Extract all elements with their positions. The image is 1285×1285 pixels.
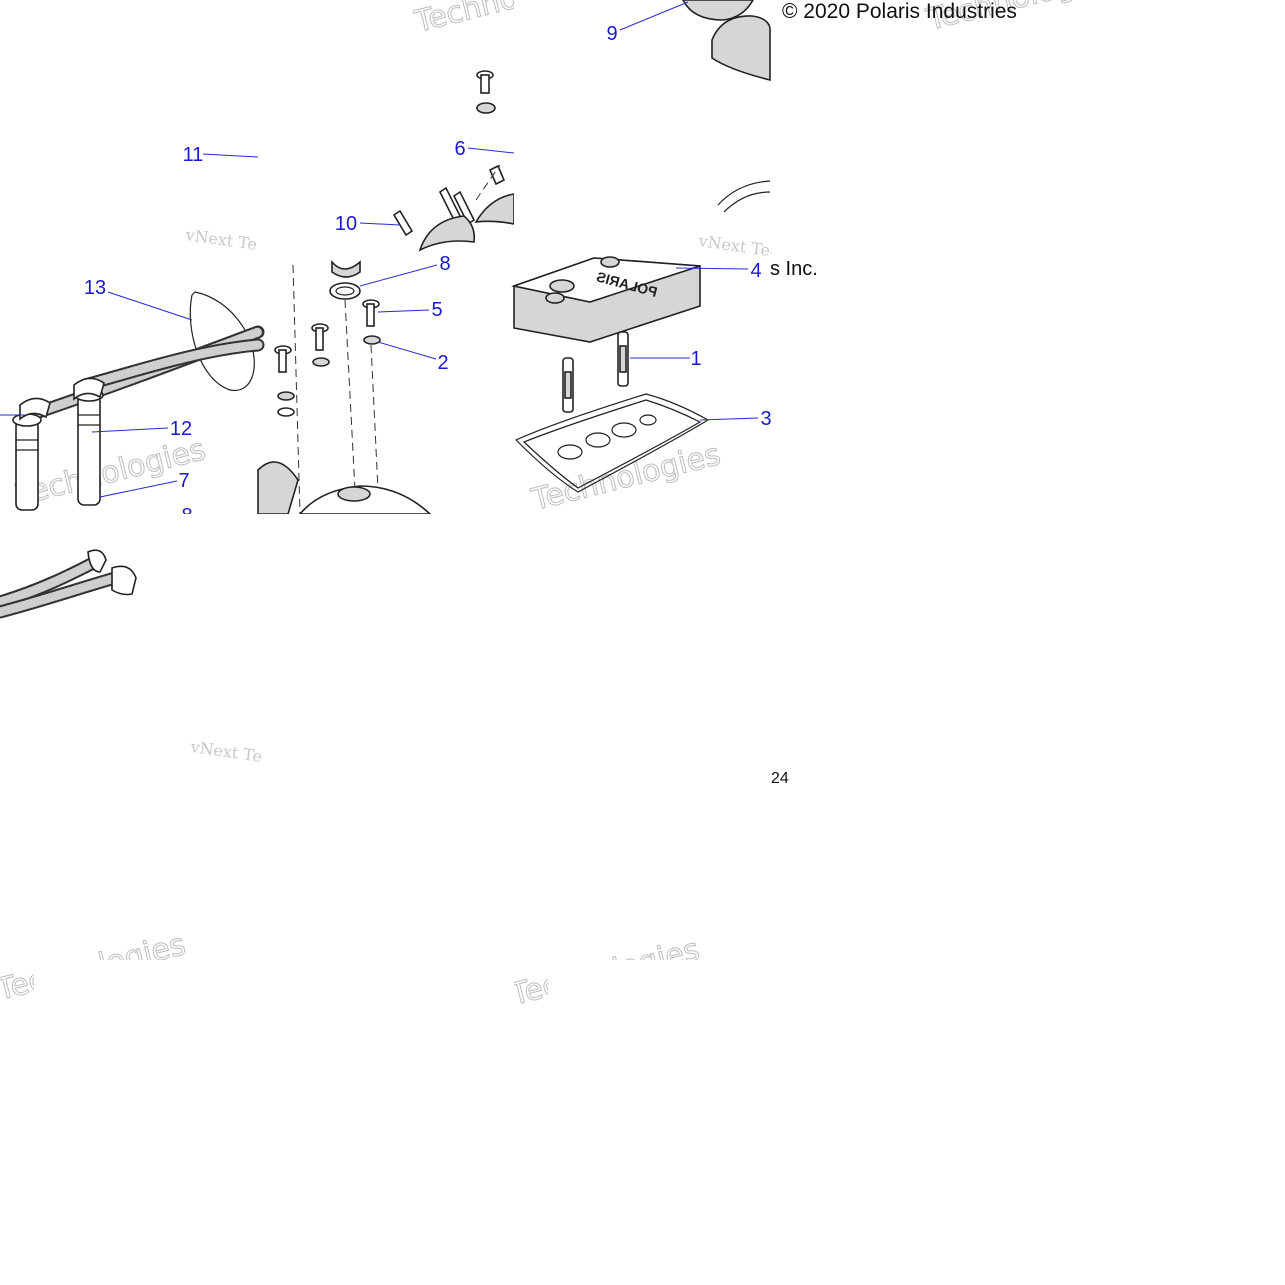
cover-bolt: [362, 299, 381, 345]
callout-label: 3: [760, 408, 771, 430]
bolt: [488, 164, 506, 186]
callout-label: 13: [84, 277, 106, 299]
callout-label: 2: [437, 352, 448, 374]
gasket-holes: [557, 414, 657, 460]
head-port: [257, 461, 299, 515]
callout-label: 12: [170, 418, 192, 440]
intake-flange: [418, 215, 476, 252]
bolt: [452, 190, 476, 226]
valve-cover-assembly: POLARIS: [511, 0, 771, 493]
bolt: [476, 70, 496, 114]
callout-label: 8: [439, 253, 450, 275]
callout-label: 9: [606, 23, 617, 45]
seal-cup: [331, 259, 361, 278]
cylinder-head-hardware: [257, 70, 515, 515]
callout-label: 7: [178, 470, 189, 492]
ignition-lead-assembly: [0, 291, 265, 619]
spark-plug: [562, 331, 629, 413]
cover-bolt: [311, 323, 330, 367]
copyright-notice: © 2020 Polaris Industries: [782, 0, 1017, 23]
seal: [682, 0, 754, 21]
cover-bolt: [274, 345, 295, 417]
callout-label: 10: [335, 213, 357, 235]
callout-label: 11: [183, 144, 204, 166]
watermark-text: vNext Te: [183, 225, 258, 254]
spark-plug-boot: [12, 388, 104, 511]
washer: [363, 335, 381, 345]
callout-label: 1: [690, 348, 701, 370]
callout-label: 4: [750, 260, 761, 282]
callout-label: 6: [454, 138, 465, 160]
cable-end-cap: [87, 549, 107, 573]
cable-end-cap: [111, 565, 137, 596]
o-ring: [329, 282, 361, 300]
intake-flange: [474, 193, 515, 225]
page-number-fragment: 24: [771, 770, 789, 787]
callout-label: 5: [431, 299, 442, 321]
gasket-fragment: [717, 180, 771, 213]
cable-elbow: [73, 377, 105, 401]
cable-elbow: [19, 397, 51, 421]
screw: [392, 209, 414, 237]
cylinder-head: [298, 485, 433, 515]
copyright-tail: s Inc.: [770, 258, 818, 280]
bolt: [438, 186, 462, 222]
valve-cover-top: [711, 15, 771, 82]
